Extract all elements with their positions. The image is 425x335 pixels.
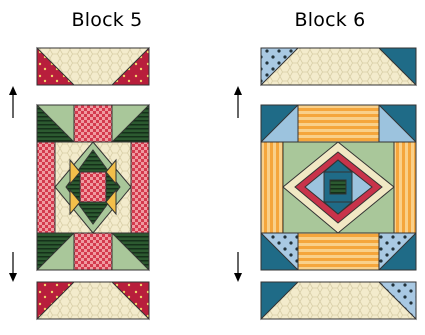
- block-6-down-arrow: [234, 252, 242, 282]
- block-5-top-strip: [37, 48, 149, 85]
- block-5-main: [37, 105, 149, 270]
- block-5-down-arrow: [9, 252, 17, 282]
- block-6-bottom-strip: [261, 282, 416, 319]
- block-6-up-arrow: [234, 86, 242, 118]
- block-6-main: [261, 105, 416, 270]
- block-5-up-arrow: [9, 86, 17, 118]
- block-5-bottom-strip: [37, 282, 149, 319]
- block-6-top-strip: [261, 48, 416, 85]
